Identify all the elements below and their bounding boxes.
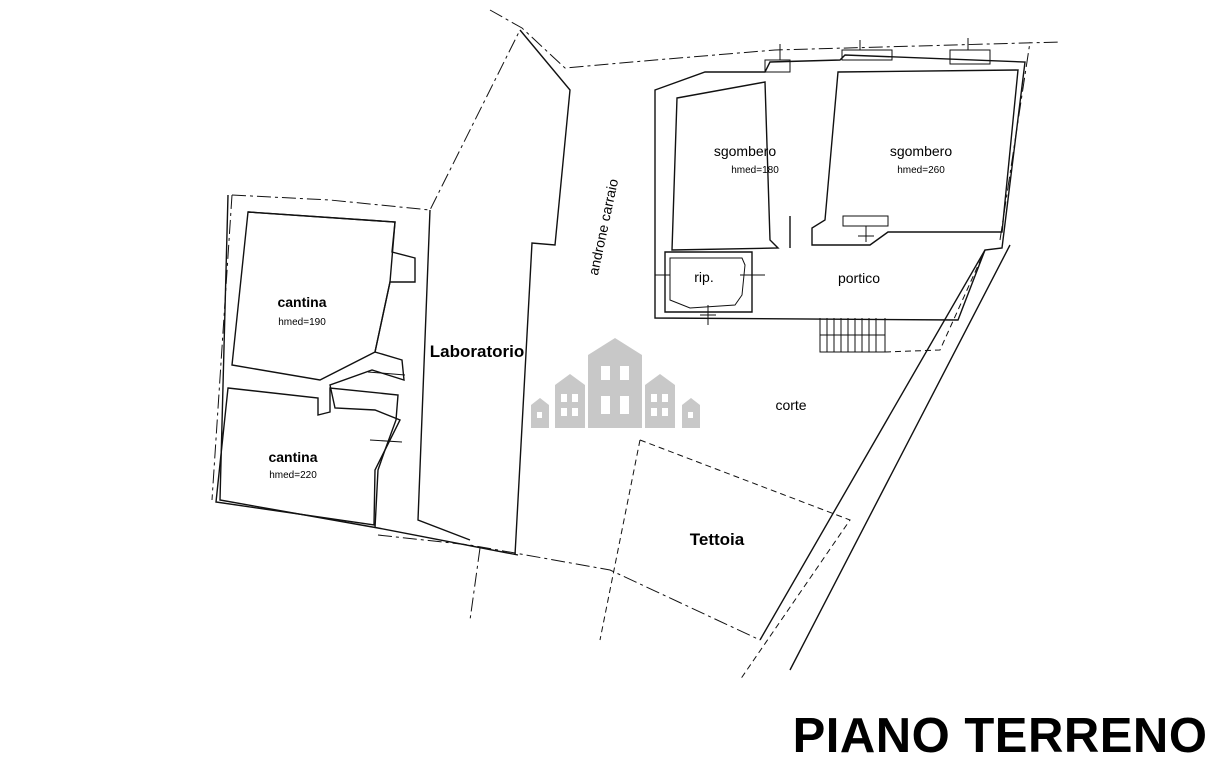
- room-label-androne: androne carraio: [585, 177, 621, 276]
- property-boundaries: [211, 9, 1061, 681]
- room-label-laboratorio: Laboratorio: [430, 342, 524, 361]
- room-height-cantina-bottom: hmed=220: [269, 470, 317, 481]
- room-label-cantina-bottom: cantina: [268, 449, 317, 465]
- room-label-sgombero-left: sgombero: [714, 143, 776, 159]
- cantina-block: [215, 29, 571, 556]
- room-label-tettoia: Tettoia: [690, 530, 745, 549]
- main-building: [654, 38, 1026, 325]
- buildings-icon: [531, 338, 700, 428]
- room-height-sgombero-left: hmed=180: [731, 165, 779, 176]
- courtyard-boundary: [759, 244, 1011, 671]
- room-label-rip: rip.: [694, 269, 713, 285]
- room-label-corte: corte: [775, 397, 806, 413]
- room-height-cantina-top: hmed=190: [278, 317, 326, 328]
- room-height-sgombero-right: hmed=260: [897, 165, 945, 176]
- room-label-sgombero-right: sgombero: [890, 143, 952, 159]
- room-label-cantina-top: cantina: [277, 294, 326, 310]
- room-label-portico: portico: [838, 270, 880, 286]
- portico-stairs: [819, 249, 986, 353]
- plan-title: PIANO TERRENO: [793, 709, 1208, 763]
